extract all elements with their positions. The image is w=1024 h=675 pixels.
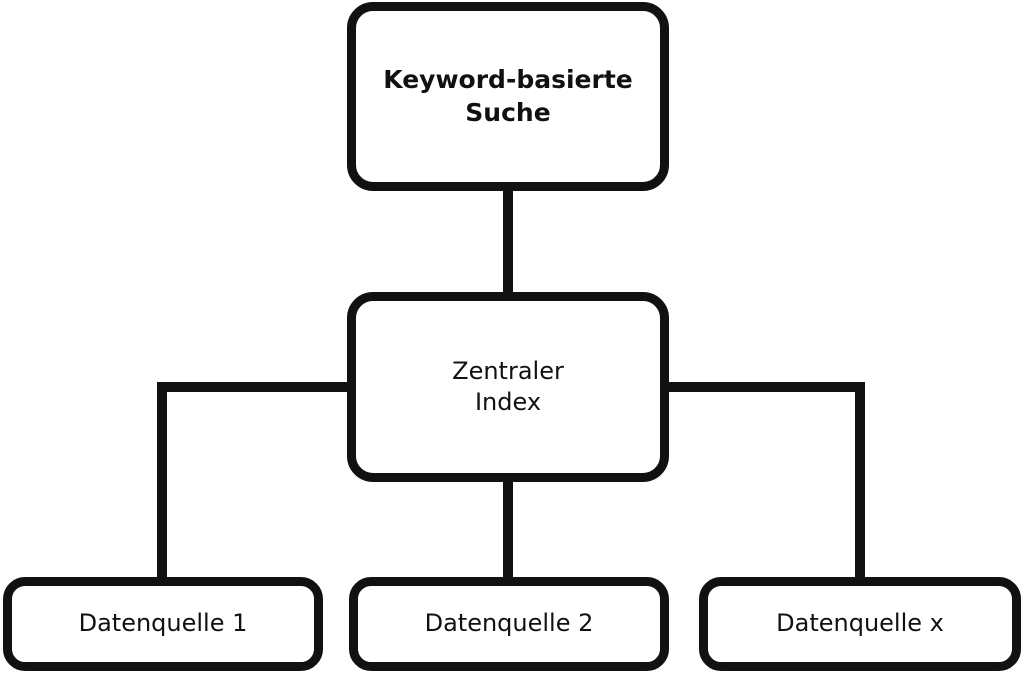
keyword-search-label: Keyword-basierte Suche	[383, 65, 633, 127]
data-source-node-x: Datenquelle x	[699, 577, 1021, 671]
data-source-label-2: Datenquelle 2	[424, 609, 594, 638]
data-source-node-2: Datenquelle 2	[349, 577, 669, 671]
data-source-label-1: Datenquelle 1	[78, 609, 248, 638]
data-source-node-1: Datenquelle 1	[3, 577, 323, 671]
central-index-node: Zentraler Index	[347, 292, 669, 482]
central-index-label: Zentraler Index	[452, 356, 564, 416]
keyword-search-node: Keyword-basierte Suche	[347, 2, 669, 191]
data-source-label-x: Datenquelle x	[776, 609, 944, 638]
